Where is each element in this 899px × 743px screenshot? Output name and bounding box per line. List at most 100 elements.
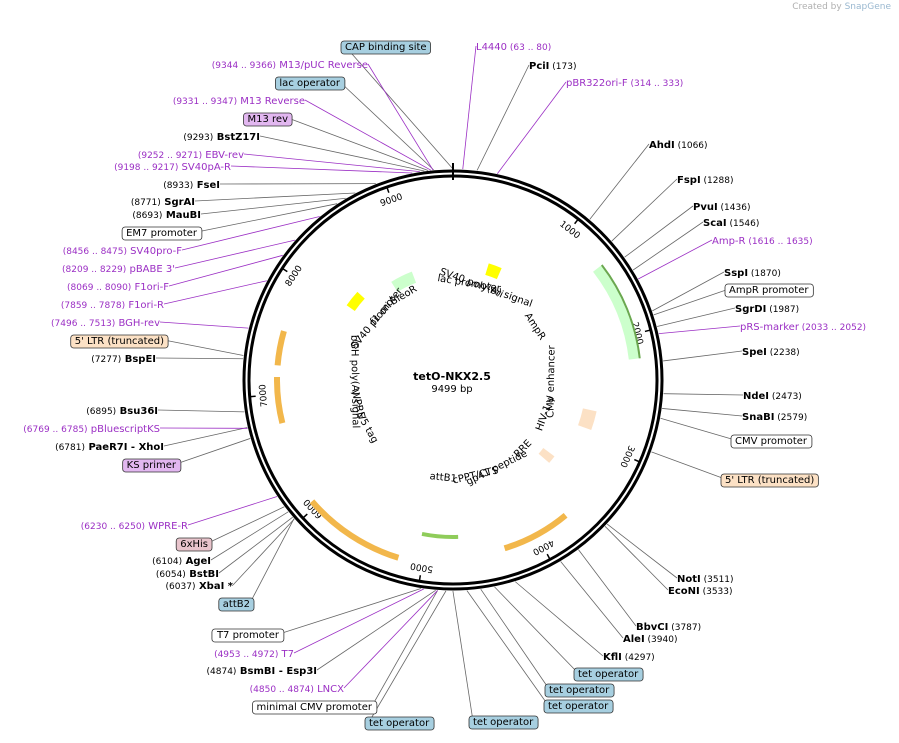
label-text: SgrAI: [161, 197, 195, 208]
map-label[interactable]: PvuI (1436): [693, 202, 750, 213]
map-label[interactable]: (6781) PaeR7I - XhoI: [55, 442, 164, 453]
map-label[interactable]: (4850 .. 4874) LNCX: [250, 684, 344, 695]
map-label[interactable]: (9293) BstZ17I: [183, 132, 260, 143]
leader-line: [344, 45, 454, 170]
leader-line: [278, 588, 422, 635]
map-label[interactable]: PciI (173): [529, 61, 576, 72]
bleoR-arrow: [391, 271, 417, 293]
enzyme-label: (7277) BspEI: [91, 354, 156, 365]
map-label[interactable]: (6037) XbaI *: [166, 581, 234, 592]
enzyme-label: EcoNI (3533): [668, 586, 733, 597]
label-text: ScaI: [703, 218, 727, 229]
map-label[interactable]: SnaBI (2579): [742, 412, 807, 423]
map-label[interactable]: SgrDI (1987): [735, 304, 799, 315]
map-label[interactable]: KflI (4297): [603, 652, 655, 663]
map-label[interactable]: tet operator: [573, 667, 644, 682]
map-label[interactable]: pBR322ori-F (314 .. 333): [566, 78, 683, 89]
map-label[interactable]: CMV promoter: [730, 434, 813, 449]
label-text: M13 Reverse: [237, 96, 305, 107]
map-label[interactable]: ScaI (1546): [703, 218, 759, 229]
label-pos: (9252 .. 9271): [138, 151, 202, 161]
map-label[interactable]: CAP binding site: [340, 40, 431, 55]
leader-line: [578, 549, 637, 627]
map-label[interactable]: tet operator: [364, 716, 435, 731]
map-label[interactable]: FspI (1288): [677, 175, 733, 186]
label-pos: (1066): [675, 141, 708, 151]
map-label[interactable]: SpeI (2238): [742, 347, 800, 358]
label-text: KflI: [603, 652, 622, 663]
map-label[interactable]: T7 promoter: [211, 628, 285, 643]
map-label[interactable]: (8933) FseI: [163, 180, 220, 191]
map-label[interactable]: (4874) BsmBI - Esp3I: [207, 666, 318, 677]
map-label[interactable]: (8693) MauBI: [132, 210, 201, 221]
feature-box: [175, 537, 213, 552]
ring-tick-label: 1000: [557, 219, 581, 241]
map-label[interactable]: pRS-marker (2033 .. 2052): [740, 322, 866, 333]
label-text: AgeI: [182, 556, 211, 567]
map-label[interactable]: EcoNI (3533): [668, 586, 733, 597]
map-label[interactable]: L4440 (63 .. 80): [476, 42, 551, 53]
label-text: pBABE 3': [126, 264, 175, 275]
map-label[interactable]: (9344 .. 9366) M13/pUC Reverse: [212, 60, 368, 71]
map-label[interactable]: AmpR promoter: [724, 283, 814, 298]
leader-line: [606, 523, 678, 579]
primer-label: (4850 .. 4874) LNCX: [250, 684, 344, 695]
map-label[interactable]: NdeI (2473): [743, 391, 802, 402]
map-label[interactable]: (8069 .. 8090) F1ori-F: [67, 282, 169, 293]
label-text: Amp-R: [712, 236, 746, 247]
inner-feature-label: attB1: [429, 471, 457, 485]
map-label[interactable]: (7277) BspEI: [91, 354, 156, 365]
ori-arrow: [485, 263, 502, 280]
map-label[interactable]: (9252 .. 9271) EBV-rev: [138, 150, 244, 161]
map-label[interactable]: attB2: [218, 597, 255, 612]
map-label[interactable]: (8456 .. 8475) SV40pro-F: [63, 246, 183, 257]
map-label[interactable]: (6895) Bsu36I: [86, 406, 158, 417]
map-label[interactable]: tet operator: [544, 683, 615, 698]
leader-line: [249, 518, 295, 604]
leader-line: [194, 192, 356, 202]
map-label[interactable]: (6054) BstBI: [156, 569, 219, 580]
map-label[interactable]: (8209 .. 8229) pBABE 3': [62, 264, 175, 275]
inner-feature-label: AmpR: [522, 311, 548, 342]
feature-box-label: 6xHis: [180, 539, 208, 550]
map-label[interactable]: minimal CMV promoter: [252, 700, 378, 715]
enzyme-label: AleI (3940): [623, 634, 677, 645]
leader-line: [181, 216, 320, 251]
label-pos: (3511): [701, 575, 734, 585]
map-label[interactable]: M13 rev: [243, 112, 293, 127]
map-label[interactable]: EM7 promoter: [121, 226, 203, 241]
primer-label: (8069 .. 8090) F1ori-F: [67, 282, 169, 293]
map-label[interactable]: 6xHis: [175, 537, 213, 552]
map-label[interactable]: KS primer: [122, 458, 182, 473]
map-label[interactable]: SspI (1870): [724, 268, 781, 279]
label-pos: (6895): [86, 407, 116, 417]
map-label[interactable]: 5' LTR (truncated): [720, 473, 819, 488]
map-label[interactable]: AleI (3940): [623, 634, 677, 645]
enzyme-label: PciI (173): [529, 61, 576, 72]
attB1-track: [421, 531, 459, 539]
map-label[interactable]: (8771) SgrAI: [131, 197, 195, 208]
feature-box: [340, 40, 431, 55]
primer-label: pBR322ori-F (314 .. 333): [566, 78, 683, 89]
map-label[interactable]: (6230 .. 6250) WPRE-R: [81, 521, 188, 532]
feature-box-label: attB2: [223, 599, 250, 610]
map-label[interactable]: tet operator: [543, 699, 614, 714]
map-label[interactable]: (9331 .. 9347) M13 Reverse: [173, 96, 305, 107]
map-label[interactable]: Amp-R (1616 .. 1635): [712, 236, 813, 247]
map-label[interactable]: (6104) AgeI: [152, 556, 211, 567]
feature-box: [252, 700, 378, 715]
map-label[interactable]: (4953 .. 4972) T7: [214, 649, 294, 660]
map-label[interactable]: BbvCI (3787): [636, 622, 701, 633]
map-label[interactable]: (6769 .. 6785) pBluescriptKS: [23, 424, 160, 435]
ring-tick-label: 8000: [284, 264, 305, 289]
leader-line: [638, 239, 713, 280]
map-label[interactable]: AhdI (1066): [649, 140, 708, 151]
enzyme-label: (6895) Bsu36I: [86, 406, 158, 417]
map-label[interactable]: tet operator: [468, 715, 539, 730]
map-label[interactable]: 5' LTR (truncated): [70, 334, 169, 349]
map-label[interactable]: (7859 .. 7878) F1ori-R: [61, 300, 164, 311]
map-label[interactable]: (7496 .. 7513) BGH-rev: [51, 318, 160, 329]
map-label[interactable]: (9198 .. 9217) SV40pA-R: [114, 162, 231, 173]
map-label[interactable]: lac operator: [275, 76, 346, 91]
map-label[interactable]: NotI (3511): [677, 574, 734, 585]
